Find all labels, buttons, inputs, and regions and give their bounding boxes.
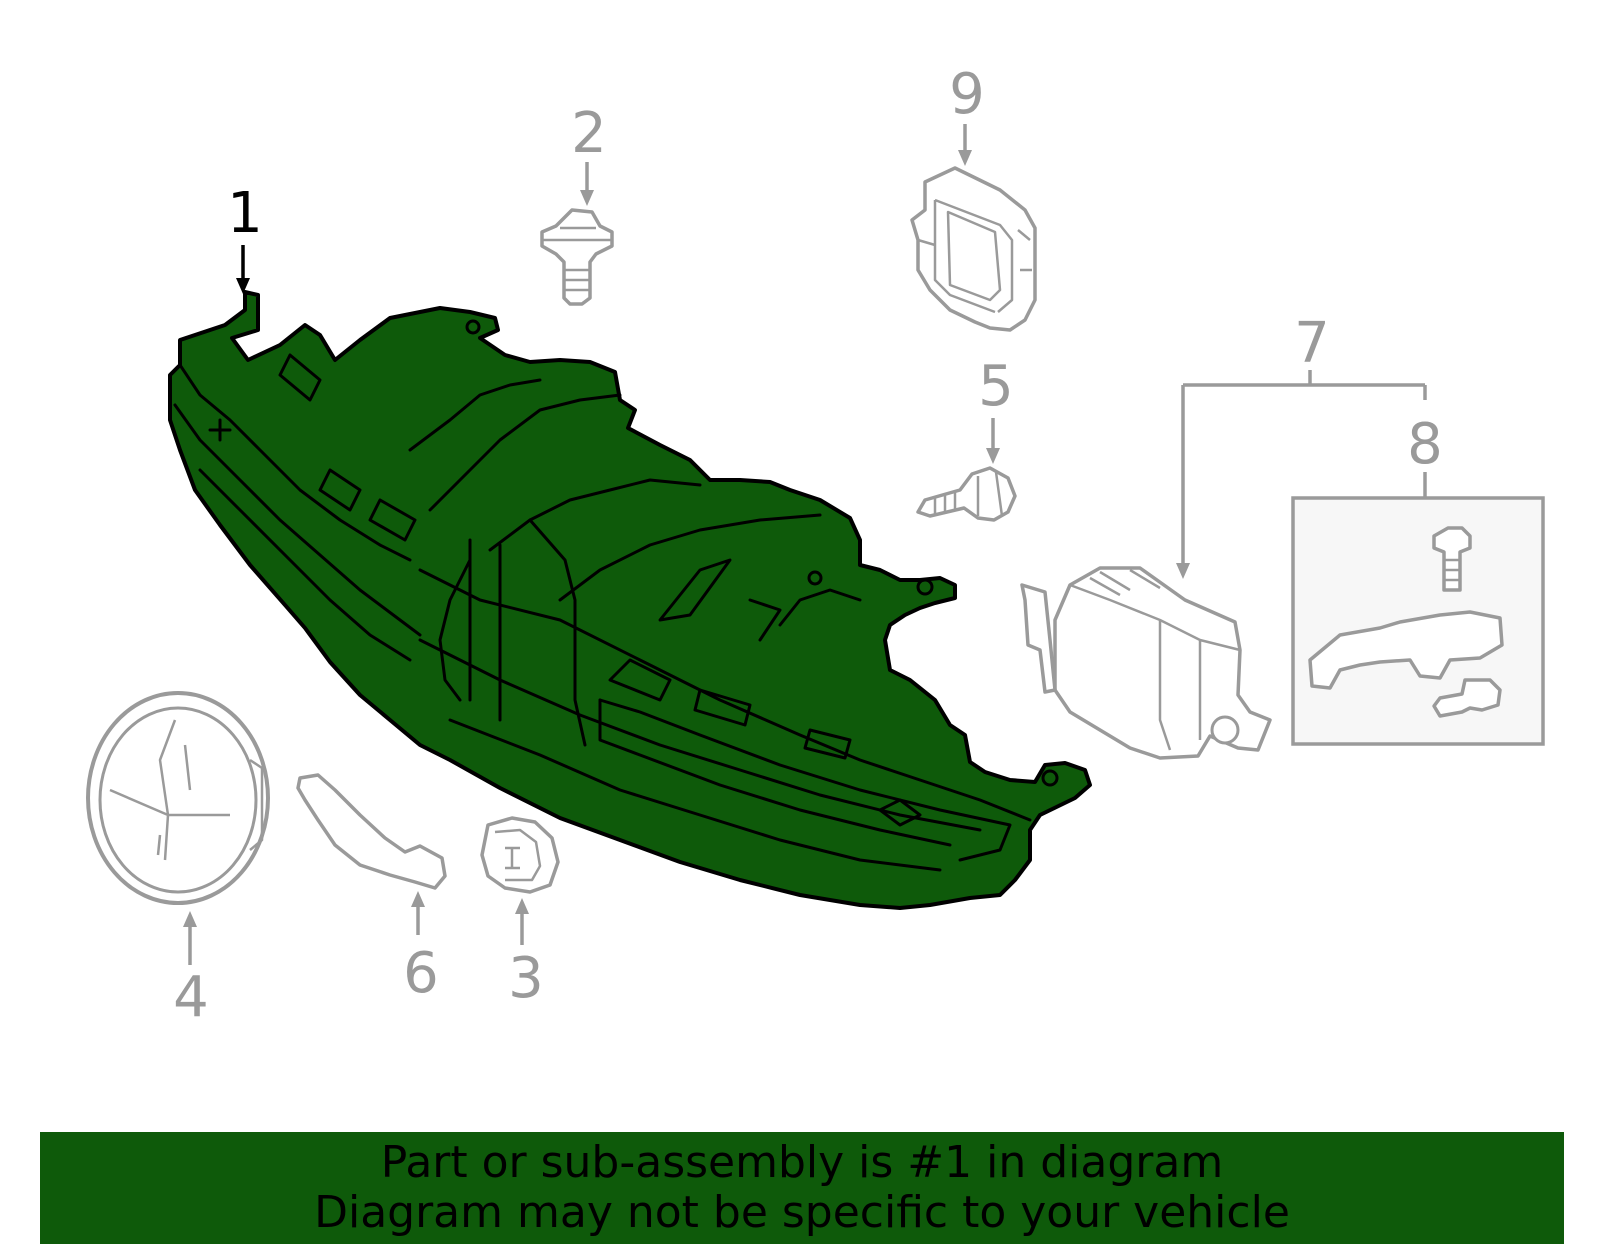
- callout-5: 5: [978, 354, 1014, 419]
- callout-3: 3: [508, 946, 544, 1011]
- part-1-grille-assembly[interactable]: [168, 290, 1092, 910]
- part-3-clip[interactable]: [480, 816, 560, 894]
- part-8-bracket-kit[interactable]: [1291, 496, 1545, 746]
- callout-4: 4: [173, 965, 209, 1030]
- info-banner: Part or sub-assembly is #1 in diagram Di…: [40, 1132, 1564, 1244]
- banner-line-1: Part or sub-assembly is #1 in diagram: [380, 1137, 1224, 1188]
- banner-line-2: Diagram may not be specific to your vehi…: [314, 1187, 1290, 1238]
- callout-9: 9: [949, 62, 985, 127]
- callout-6: 6: [403, 941, 439, 1006]
- callout-2: 2: [571, 101, 607, 166]
- callout-7: 7: [1294, 311, 1330, 376]
- callout-1: 1: [227, 181, 263, 246]
- leader-lines: [183, 124, 1427, 965]
- part-9-bracket[interactable]: [910, 166, 1037, 332]
- callout-8: 8: [1407, 412, 1443, 477]
- part-6-trim-strip[interactable]: [296, 773, 447, 890]
- part-7-sensor-module[interactable]: [1020, 566, 1272, 760]
- part-2-bolt[interactable]: [540, 208, 614, 306]
- part-4-emblem[interactable]: [86, 691, 270, 905]
- part-5-bolt[interactable]: [916, 466, 1017, 522]
